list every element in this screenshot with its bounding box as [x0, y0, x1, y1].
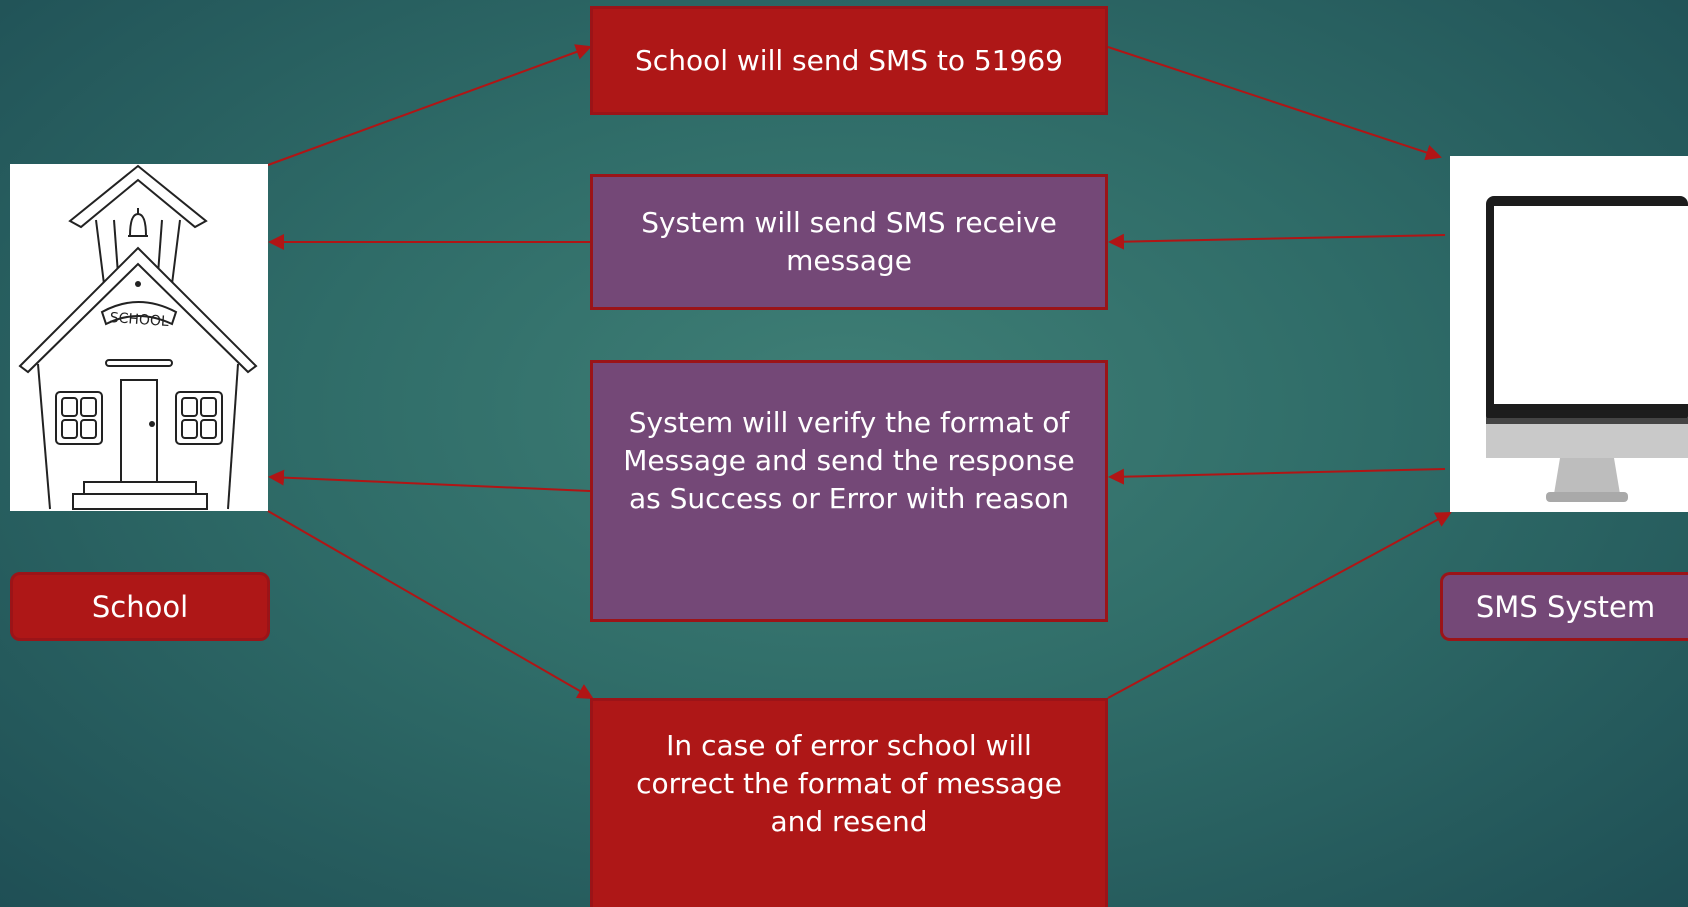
- step-1-box: School will send SMS to 51969: [590, 6, 1108, 115]
- monitor-icon: [1486, 196, 1688, 502]
- roof-ornament: [135, 281, 141, 287]
- door-knob: [149, 421, 155, 427]
- arrow-sms-system-to-step3: [1108, 468, 1446, 485]
- sms-system-monitor-image: [1450, 156, 1688, 512]
- arrow-school-to-step4: [267, 510, 594, 699]
- school-label: School: [10, 572, 270, 641]
- school-building-image: SCHOOL: [10, 164, 268, 511]
- school-sign-text: SCHOOL: [109, 310, 169, 330]
- step-2-box: System will send SMS receive message: [590, 174, 1108, 310]
- arrow-sms-system-to-step2: [1108, 233, 1446, 250]
- step-3-box: System will verify the format of Message…: [590, 360, 1108, 622]
- arrow-step3-to-school: [268, 469, 591, 492]
- sms-system-label: SMS System: [1440, 572, 1688, 641]
- school-house-icon: SCHOOL: [18, 164, 258, 510]
- step-4-box: In case of error school will correct the…: [590, 698, 1108, 907]
- arrow-step1-to-sms-system: [1107, 46, 1442, 161]
- arrow-school-to-step1: [267, 44, 592, 166]
- arrow-step4-to-sms-system: [1107, 512, 1452, 699]
